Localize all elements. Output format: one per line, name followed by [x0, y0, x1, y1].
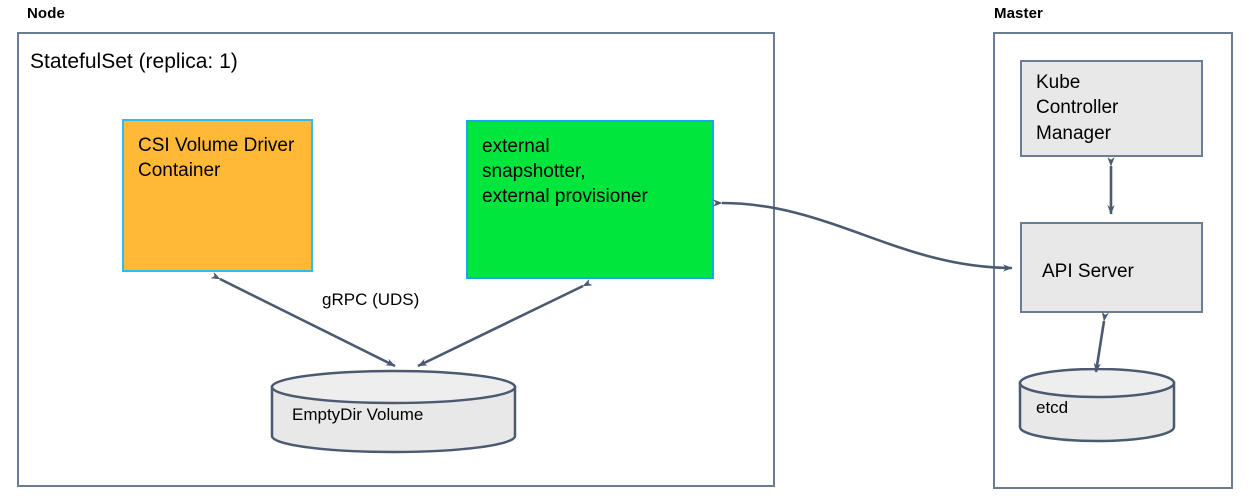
csi-volume-driver-container-box[interactable]: CSI Volume Driver Container — [122, 119, 313, 272]
etcd-label: etcd — [1036, 398, 1069, 417]
api-server-label: API Server — [1042, 260, 1134, 282]
external-sidecars-box[interactable]: external snapshotter, external provision… — [466, 120, 714, 279]
csi-volume-driver-container-label: CSI Volume Driver Container — [138, 135, 295, 182]
kube-controller-manager-box[interactable]: Kube Controller Manager — [1020, 60, 1203, 157]
kube-controller-manager-label: Kube Controller Manager — [1036, 72, 1119, 144]
master-group-label: Master — [994, 5, 1043, 22]
statefulset-title: StatefulSet (replica: 1) — [30, 50, 238, 73]
emptydir-volume-cylinder[interactable]: EmptyDir Volume — [270, 369, 517, 454]
external-sidecars-label: external snapshotter, external provision… — [482, 136, 648, 208]
grpc-uds-edge-label: gRPC (UDS) — [322, 290, 420, 309]
node-group-label: Node — [27, 5, 65, 22]
api-server-box[interactable]: API Server — [1020, 222, 1203, 313]
etcd-cylinder[interactable]: etcd — [1018, 367, 1176, 444]
emptydir-volume-label: EmptyDir Volume — [292, 405, 424, 424]
